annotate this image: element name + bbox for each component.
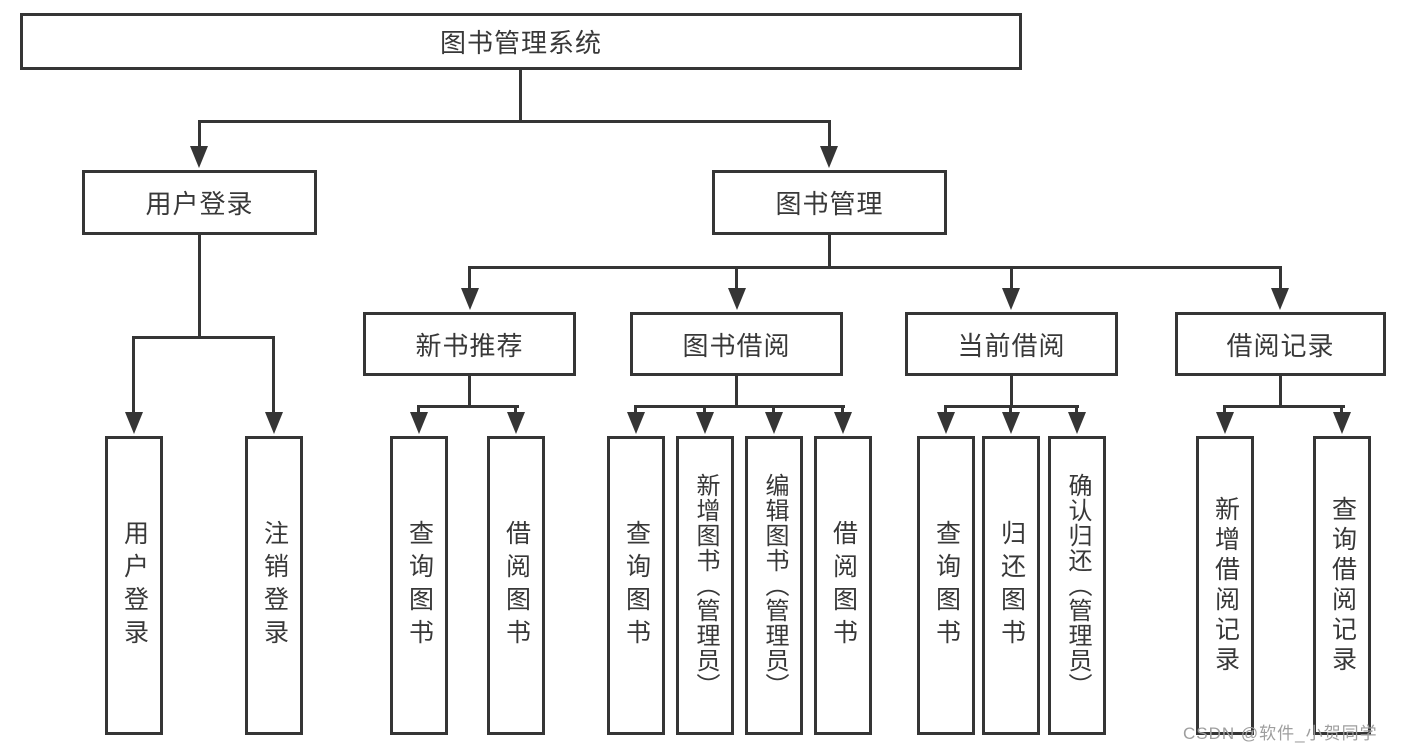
- leaf-logout-label: 注销登录: [260, 519, 289, 652]
- connector-currentborrow-down: [1010, 376, 1013, 407]
- connector-leaf-logout-stem: [272, 336, 275, 414]
- leaf-add-books: 新增图书（管理员）: [676, 436, 734, 735]
- connector-leaf-stem: [1009, 405, 1012, 414]
- node-new-books-label: 新书推荐: [415, 330, 524, 361]
- arrow-to-leaf-add-record: [1216, 412, 1234, 434]
- connector-bookborrow-stem: [735, 266, 738, 292]
- connector-borrowrecords-down: [1279, 376, 1282, 407]
- leaf-add-books-label: 新增图书（管理员）: [692, 473, 719, 698]
- leaf-borrow-books-2: 借阅图书: [814, 436, 872, 735]
- leaf-add-record-label: 新增借阅记录: [1211, 495, 1240, 676]
- connector-newbooks-hline: [417, 405, 519, 408]
- arrow-to-leaf-confirm-return: [1068, 412, 1086, 434]
- leaf-query-books-2-label: 查询图书: [622, 519, 651, 652]
- connector-newbooks-stem: [468, 266, 471, 292]
- leaf-return-books: 归还图书: [982, 436, 1040, 735]
- arrow-to-leaf-query-books-3: [937, 412, 955, 434]
- leaf-query-books-3-label: 查询图书: [932, 519, 961, 652]
- node-user-login: 用户登录: [82, 170, 317, 235]
- connector-leaf-stem: [634, 405, 637, 414]
- node-current-borrow-label: 当前借阅: [957, 330, 1066, 361]
- connector-leaf-stem: [944, 405, 947, 414]
- leaf-add-record: 新增借阅记录: [1196, 436, 1254, 735]
- arrow-to-leaf-return-books: [1002, 412, 1020, 434]
- arrow-to-leaf-edit-books: [765, 412, 783, 434]
- arrow-to-leaf-query-books-1: [410, 412, 428, 434]
- leaf-borrow-books-2-label: 借阅图书: [829, 519, 858, 652]
- leaf-query-books-3: 查询图书: [917, 436, 975, 735]
- node-user-login-label: 用户登录: [145, 189, 254, 219]
- connector-leaf-stem: [1075, 405, 1078, 414]
- arrow-to-leaf-borrow-books-2: [834, 412, 852, 434]
- arrow-to-leaf-login: [125, 412, 143, 434]
- connector-leaf-stem: [417, 405, 420, 414]
- leaf-query-record: 查询借阅记录: [1313, 436, 1371, 735]
- leaf-edit-books: 编辑图书（管理员）: [745, 436, 803, 735]
- leaf-query-books-1-label: 查询图书: [405, 519, 434, 652]
- arrow-to-leaf-borrow-books-1: [507, 412, 525, 434]
- leaf-borrow-books-1-label: 借阅图书: [502, 519, 531, 652]
- connector-bookmgmt-down: [828, 235, 831, 268]
- connector-bookborrow-down: [735, 376, 738, 407]
- connector-bookmgmt-hline: [468, 266, 1282, 269]
- node-borrow-records-label: 借阅记录: [1226, 330, 1335, 361]
- connector-currentborrow-stem: [1010, 266, 1013, 292]
- leaf-query-books-1: 查询图书: [390, 436, 448, 735]
- leaf-return-books-label: 归还图书: [997, 519, 1026, 652]
- node-book-borrow: 图书借阅: [630, 312, 843, 376]
- arrow-to-leaf-logout: [265, 412, 283, 434]
- connector-bookmgmt-stem: [828, 120, 831, 148]
- leaf-borrow-books-1: 借阅图书: [487, 436, 545, 735]
- node-root-label: 图书管理系统: [439, 28, 602, 58]
- arrow-to-book-mgmt: [820, 146, 838, 168]
- connector-leaf-stem: [514, 405, 517, 414]
- connector-leaf-stem: [1340, 405, 1343, 414]
- node-book-mgmt-label: 图书管理: [775, 189, 884, 219]
- leaf-confirm-return: 确认归还（管理员）: [1048, 436, 1106, 735]
- connector-borrowrecords-hline: [1223, 405, 1345, 408]
- connector-root-stem: [519, 70, 522, 122]
- connector-leaf-stem: [841, 405, 844, 414]
- leaf-logout: 注销登录: [245, 436, 303, 735]
- arrow-to-borrow-records: [1271, 288, 1289, 310]
- leaf-user-login-label: 用户登录: [120, 519, 149, 652]
- leaf-confirm-return-label: 确认归还（管理员）: [1064, 473, 1091, 698]
- connector-borrowrecords-stem: [1279, 266, 1282, 292]
- arrow-to-current-borrow: [1002, 288, 1020, 310]
- arrow-to-user-login: [190, 146, 208, 168]
- connector-leaf-stem: [703, 405, 706, 414]
- node-book-mgmt: 图书管理: [712, 170, 947, 235]
- leaf-user-login: 用户登录: [105, 436, 163, 735]
- leaf-query-books-2: 查询图书: [607, 436, 665, 735]
- connector-newbooks-down: [468, 376, 471, 407]
- connector-userlogin-stem: [198, 120, 201, 148]
- connector-leaf-login-stem: [132, 336, 135, 414]
- arrow-to-leaf-query-books-2: [627, 412, 645, 434]
- node-borrow-records: 借阅记录: [1175, 312, 1386, 376]
- leaf-query-record-label: 查询借阅记录: [1328, 495, 1357, 676]
- csdn-watermark: CSDN @软件_小贺同学: [1183, 724, 1378, 743]
- arrow-to-book-borrow: [728, 288, 746, 310]
- connector-userlogin-down: [198, 235, 201, 338]
- connector-leaf-stem: [772, 405, 775, 414]
- node-current-borrow: 当前借阅: [905, 312, 1118, 376]
- connector-leaf-stem: [1223, 405, 1226, 414]
- connector-root-hline: [198, 120, 831, 123]
- arrow-to-new-books: [461, 288, 479, 310]
- node-book-borrow-label: 图书借阅: [682, 330, 791, 361]
- node-new-books: 新书推荐: [363, 312, 576, 376]
- connector-userlogin-hline: [132, 336, 275, 339]
- leaf-edit-books-label: 编辑图书（管理员）: [761, 473, 788, 698]
- node-root: 图书管理系统: [20, 13, 1022, 70]
- connector-bookborrow-hline: [634, 405, 845, 408]
- arrow-to-leaf-query-record: [1333, 412, 1351, 434]
- arrow-to-leaf-add-books: [696, 412, 714, 434]
